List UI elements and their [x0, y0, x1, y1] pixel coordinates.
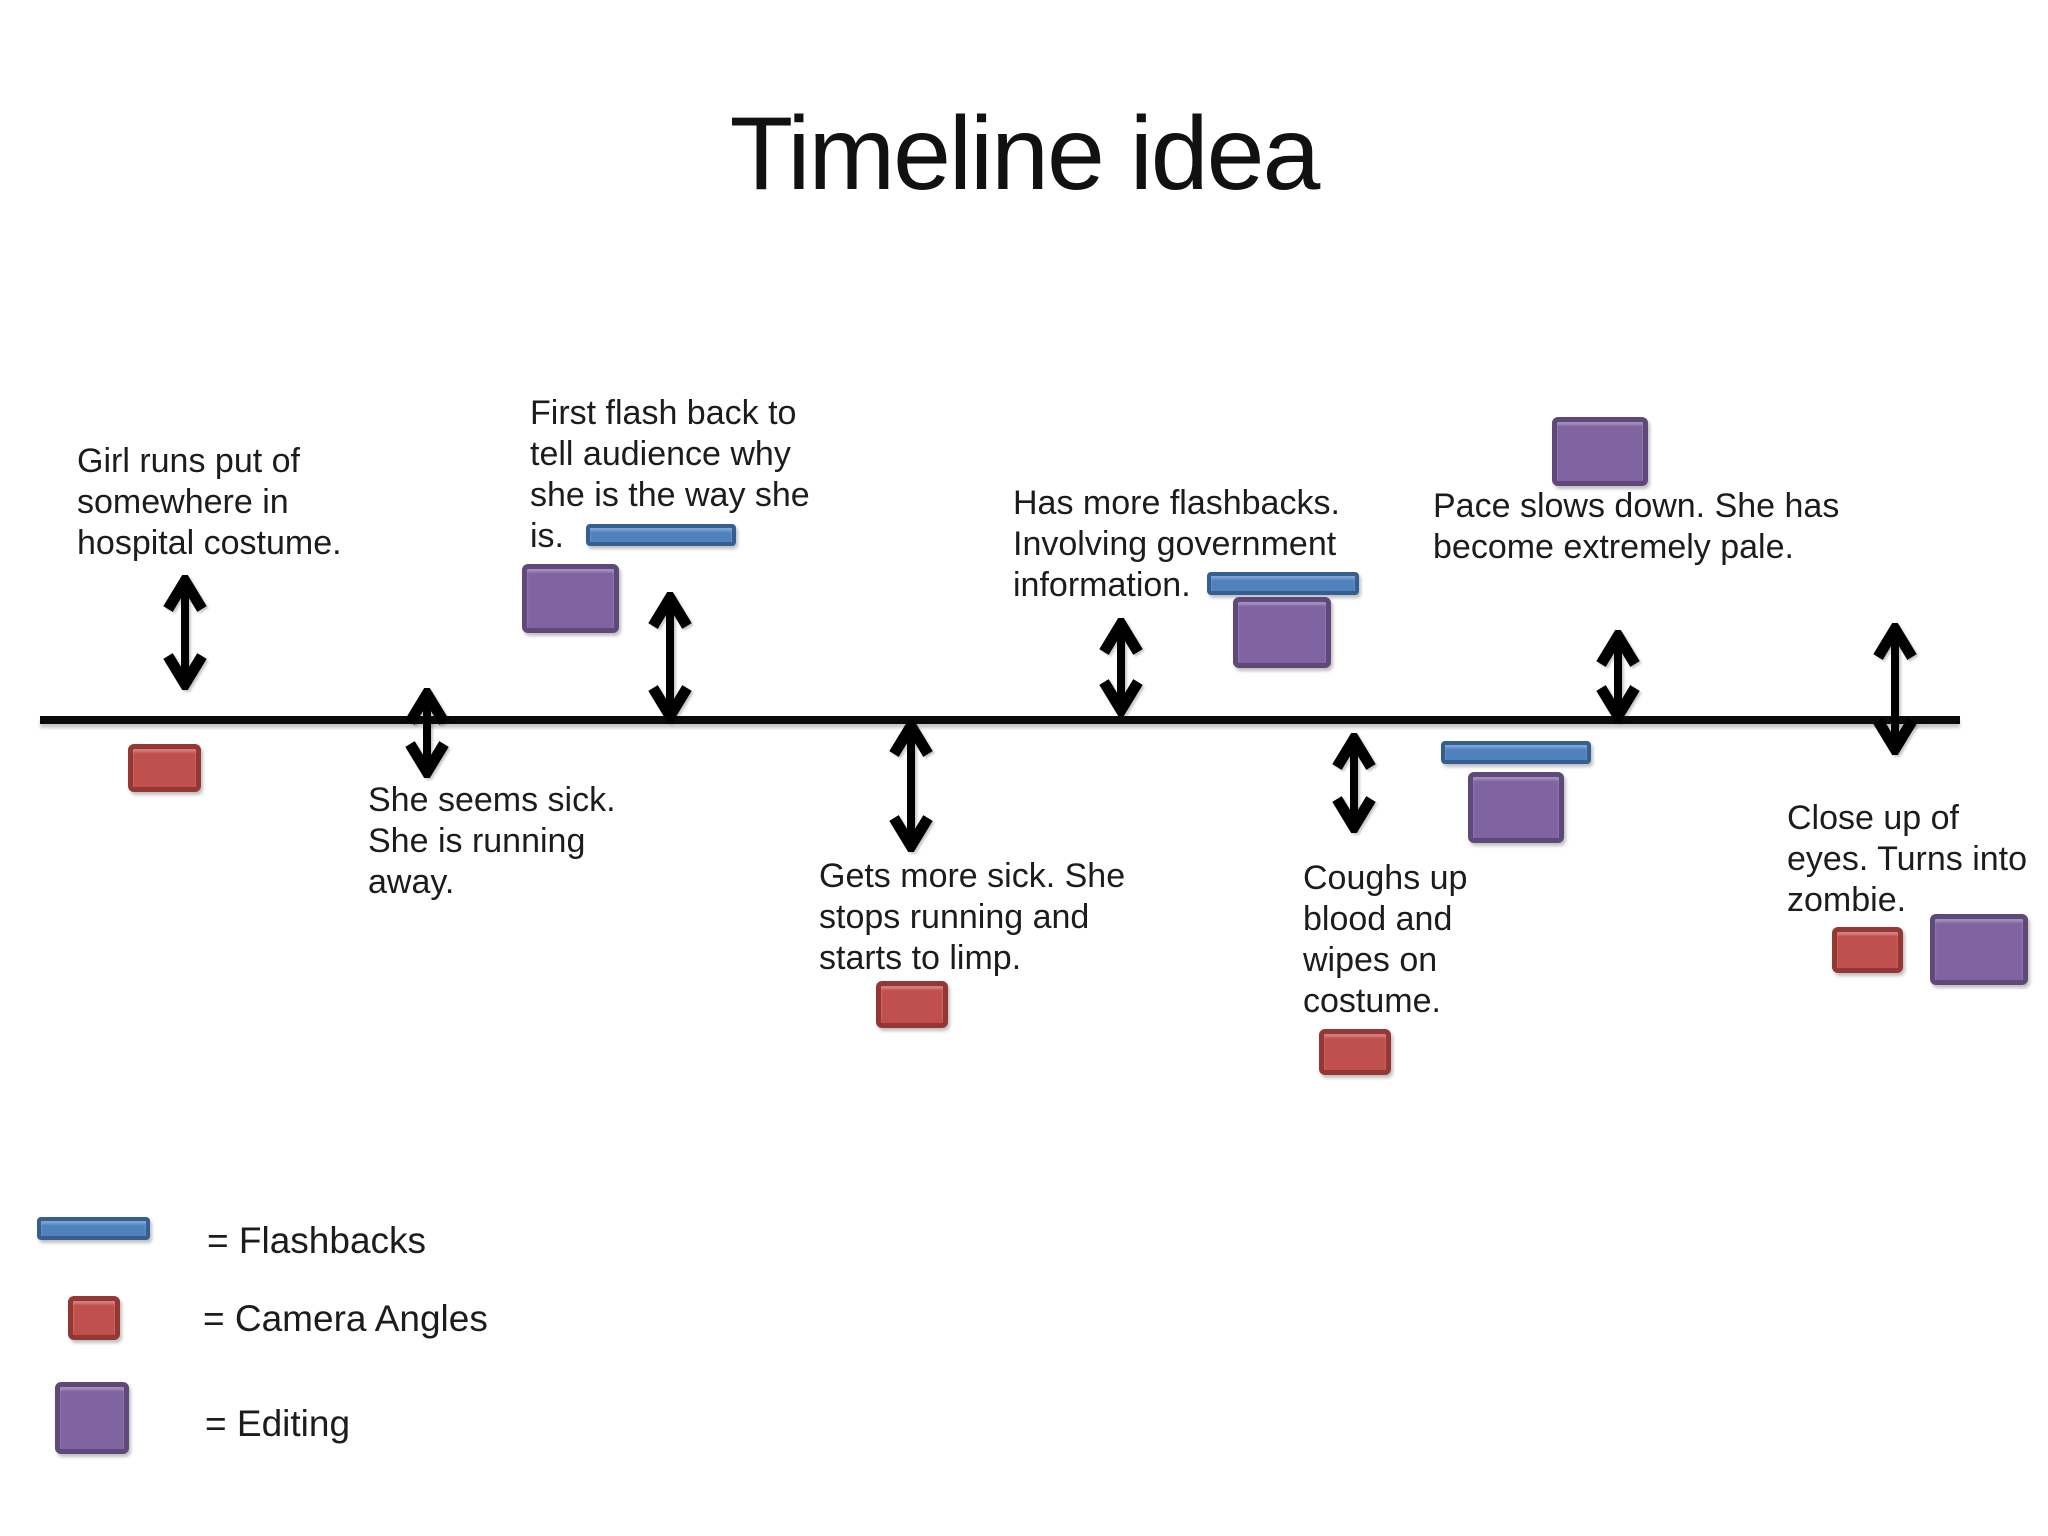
- legend-label-editing: = Editing: [205, 1403, 351, 1444]
- annotation-girl-runs: Girl runs put of somewhere in hospital c…: [77, 442, 342, 562]
- camera-angle-rect-3: [1319, 1029, 1391, 1075]
- flashback-bar-1: [586, 524, 736, 546]
- annotation-first-flashback: First flash back to tell audience why sh…: [530, 394, 810, 555]
- double-arrow-icon-1: [163, 575, 207, 690]
- legend-label-flashbacks: = Flashbacks: [207, 1220, 427, 1261]
- camera-angle-rect-4: [1832, 927, 1903, 973]
- annotation-gets-more-sick: Gets more sick. She stops running and st…: [819, 857, 1126, 977]
- double-arrow-icon-5: [1099, 618, 1143, 716]
- legend-camera-angle-rect: [68, 1296, 120, 1340]
- double-arrow-icon-3: [648, 592, 692, 722]
- camera-angle-rect-1: [128, 744, 201, 792]
- editing-rect-1: [522, 564, 619, 633]
- editing-rect-4: [1468, 772, 1564, 843]
- double-arrow-icon-2: [405, 688, 449, 778]
- editing-rect-2: [1233, 597, 1331, 668]
- double-arrow-icon-7: [1596, 630, 1640, 722]
- camera-angle-rect-2: [876, 981, 948, 1028]
- legend-label-camera-angles: = Camera Angles: [203, 1298, 488, 1339]
- annotation-close-up-zombie: Close up of eyes. Turns into zombie.: [1787, 799, 2028, 919]
- double-arrow-icon-6: [1332, 733, 1376, 833]
- flashback-bar-2: [1207, 572, 1359, 595]
- legend-editing-rect: [55, 1382, 129, 1454]
- flashback-bar-3: [1441, 741, 1591, 764]
- annotation-seems-sick: She seems sick. She is running away.: [368, 781, 616, 901]
- editing-rect-5: [1930, 914, 2028, 985]
- legend-flashback-bar: [37, 1217, 150, 1240]
- annotation-more-flashbacks: Has more flashbacks. Involving governmen…: [1013, 484, 1340, 604]
- double-arrow-icon-8: [1873, 623, 1917, 755]
- page-title: Timeline idea: [729, 96, 1321, 212]
- annotation-pace-slows: Pace slows down. She has become extremel…: [1433, 487, 1840, 566]
- timeline-axis: [40, 716, 1960, 724]
- editing-rect-3: [1552, 417, 1648, 486]
- double-arrow-icon-4: [889, 720, 933, 852]
- annotation-coughs-blood: Coughs up blood and wipes on costume.: [1303, 859, 1468, 1020]
